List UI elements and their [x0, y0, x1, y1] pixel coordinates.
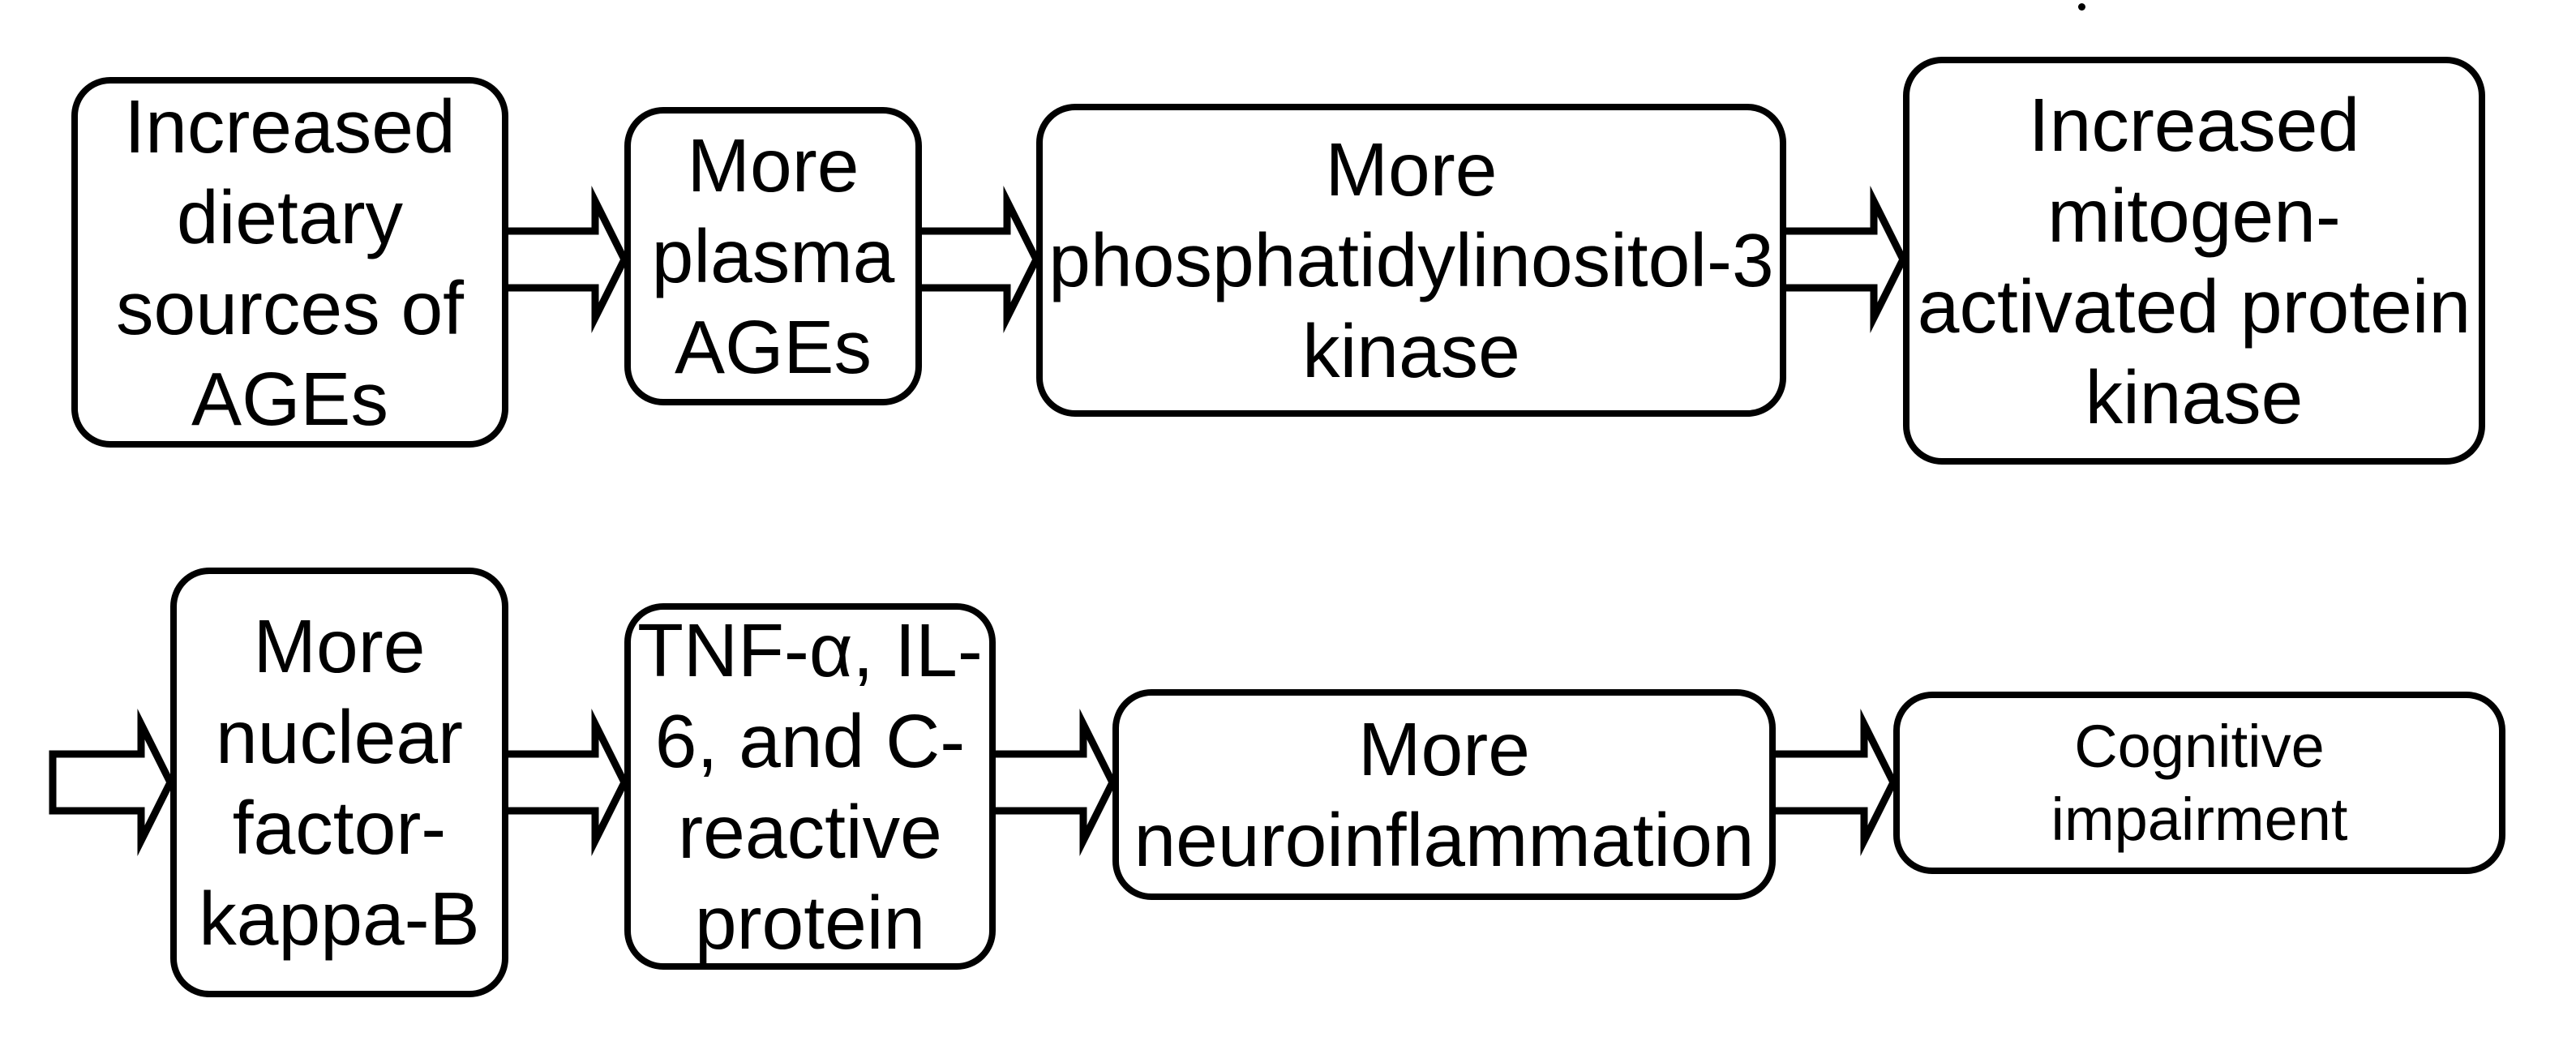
- arrow-shape: [920, 185, 1041, 334]
- node-text-line: neuroinflammation: [1134, 798, 1755, 882]
- stray-mark-dot: [2078, 3, 2085, 11]
- arrow-shape: [508, 185, 629, 334]
- flow-arrow-2: [920, 185, 1041, 334]
- node-text-line: kinase: [2085, 354, 2304, 439]
- node-text-line: mitogen-: [2047, 173, 2341, 258]
- node-text-line: kinase: [1302, 309, 1520, 393]
- node-map-kinase: Increased mitogen- activated protein kin…: [1903, 57, 2485, 465]
- node-text-line: Increased: [124, 84, 456, 169]
- node-text-line: Increased: [2028, 82, 2360, 167]
- node-text-line: More: [253, 604, 426, 688]
- node-text-line: 6, and C-: [654, 699, 966, 783]
- node-nf-kappa-b: More nuclear factor- kappa-B: [170, 568, 508, 997]
- arrow-shape: [1786, 185, 1908, 334]
- node-text-line: reactive: [678, 790, 942, 874]
- node-text-line: kappa-B: [199, 876, 480, 961]
- node-inflammatory-markers: TNF-α, IL- 6, and C- reactive protein: [624, 603, 996, 970]
- node-text-line: sources of: [115, 265, 465, 350]
- node-text-line: More: [1358, 707, 1530, 791]
- node-text-line: phosphatidylinositol-3: [1048, 218, 1774, 302]
- node-text-line: nuclear: [215, 695, 464, 779]
- arrow-shape: [508, 708, 629, 857]
- arrow-shape: [996, 708, 1117, 857]
- node-text-line: factor-: [232, 786, 447, 870]
- node-dietary-ages: Increased dietary sources of AGEs: [71, 77, 508, 448]
- node-text-line: Cognitive: [2074, 712, 2325, 780]
- node-text-line: protein: [694, 881, 926, 965]
- flow-arrow-6: [996, 708, 1117, 857]
- flow-arrow-1: [508, 185, 629, 334]
- node-text-line: plasma: [651, 214, 895, 298]
- arrow-shape: [49, 708, 175, 857]
- flow-arrow-4-row-entry: [49, 708, 175, 857]
- node-neuroinflammation: More neuroinflammation: [1112, 689, 1776, 900]
- node-text-line: AGEs: [191, 356, 388, 441]
- node-text-line: activated protein: [1917, 264, 2471, 349]
- flow-arrow-7: [1776, 708, 1898, 857]
- flow-arrow-3: [1786, 185, 1908, 334]
- flow-arrow-5: [508, 708, 629, 857]
- node-text-line: More: [687, 123, 859, 208]
- node-text-line: AGEs: [675, 305, 872, 389]
- node-text-line: impairment: [2051, 785, 2348, 853]
- node-text-line: More: [1325, 127, 1498, 212]
- node-plasma-ages: More plasma AGEs: [624, 107, 922, 405]
- node-text-line: dietary: [176, 174, 404, 259]
- arrow-shape: [1776, 708, 1898, 857]
- node-cognitive-impairment: Cognitive impairment: [1893, 692, 2505, 874]
- node-pi3-kinase: More phosphatidylinositol-3 kinase: [1036, 104, 1786, 417]
- node-text-line: TNF-α, IL-: [637, 608, 983, 692]
